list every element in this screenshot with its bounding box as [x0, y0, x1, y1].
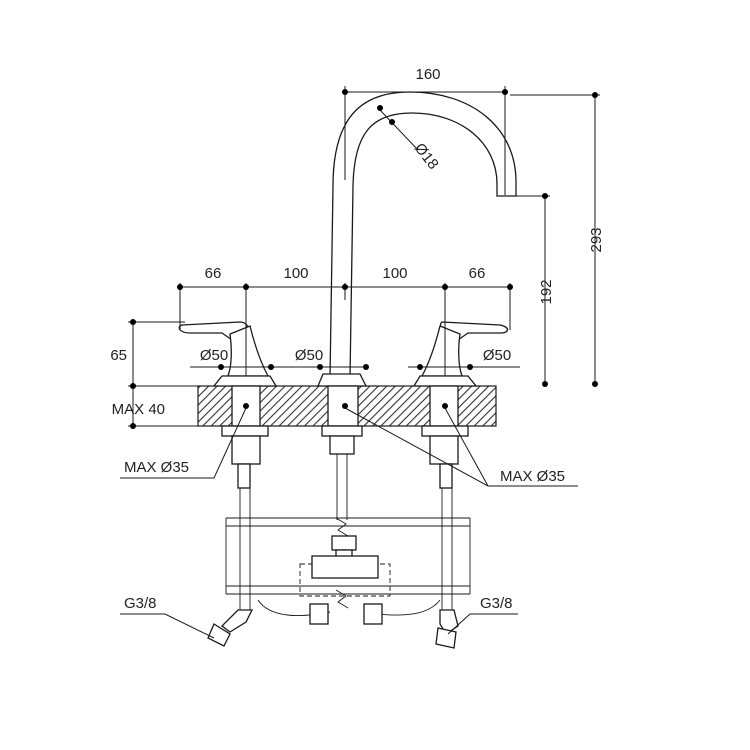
hole-diameter-right-label: MAX Ø35 — [500, 468, 565, 485]
dimension-horizontal-spacing: 66 100 100 66 — [177, 265, 513, 376]
dimension-base-diameters: Ø50 Ø50 Ø50 — [190, 347, 520, 370]
offset-right-label: 66 — [469, 265, 486, 282]
dimension-connections: G3/8 G3/8 — [120, 595, 518, 639]
tube-diameter-label: Ø18 — [411, 140, 442, 173]
dimension-overall-height: 293 — [510, 92, 605, 387]
offset-left-label: 66 — [205, 265, 222, 282]
base-diameter-left-label: Ø50 — [200, 347, 228, 364]
hole-diameter-left-label: MAX Ø35 — [124, 459, 189, 476]
connection-left-label: G3/8 — [124, 595, 157, 612]
handle-height-label: 65 — [110, 347, 127, 364]
mixing-tee — [299, 535, 391, 625]
dimension-hole-diameters: MAX Ø35 MAX Ø35 — [120, 403, 578, 487]
overall-height-label: 293 — [588, 227, 605, 252]
max-deck-thickness-label: MAX 40 — [112, 401, 165, 418]
outlet-height-label: 192 — [538, 279, 555, 304]
connection-right-label: G3/8 — [480, 595, 513, 612]
dimension-handle-height: 65 MAX 40 — [110, 319, 198, 429]
reach-label: 160 — [415, 66, 440, 83]
base-diameter-center-label: Ø50 — [295, 347, 323, 364]
dimension-reach: 160 — [342, 66, 508, 195]
spacing-left-label: 100 — [283, 265, 308, 282]
right-handle-valve — [412, 321, 509, 649]
spacing-right-label: 100 — [382, 265, 407, 282]
dimension-outlet-height: 192 — [512, 193, 555, 387]
left-handle-valve — [178, 321, 278, 647]
base-diameter-right-label: Ø50 — [483, 347, 511, 364]
